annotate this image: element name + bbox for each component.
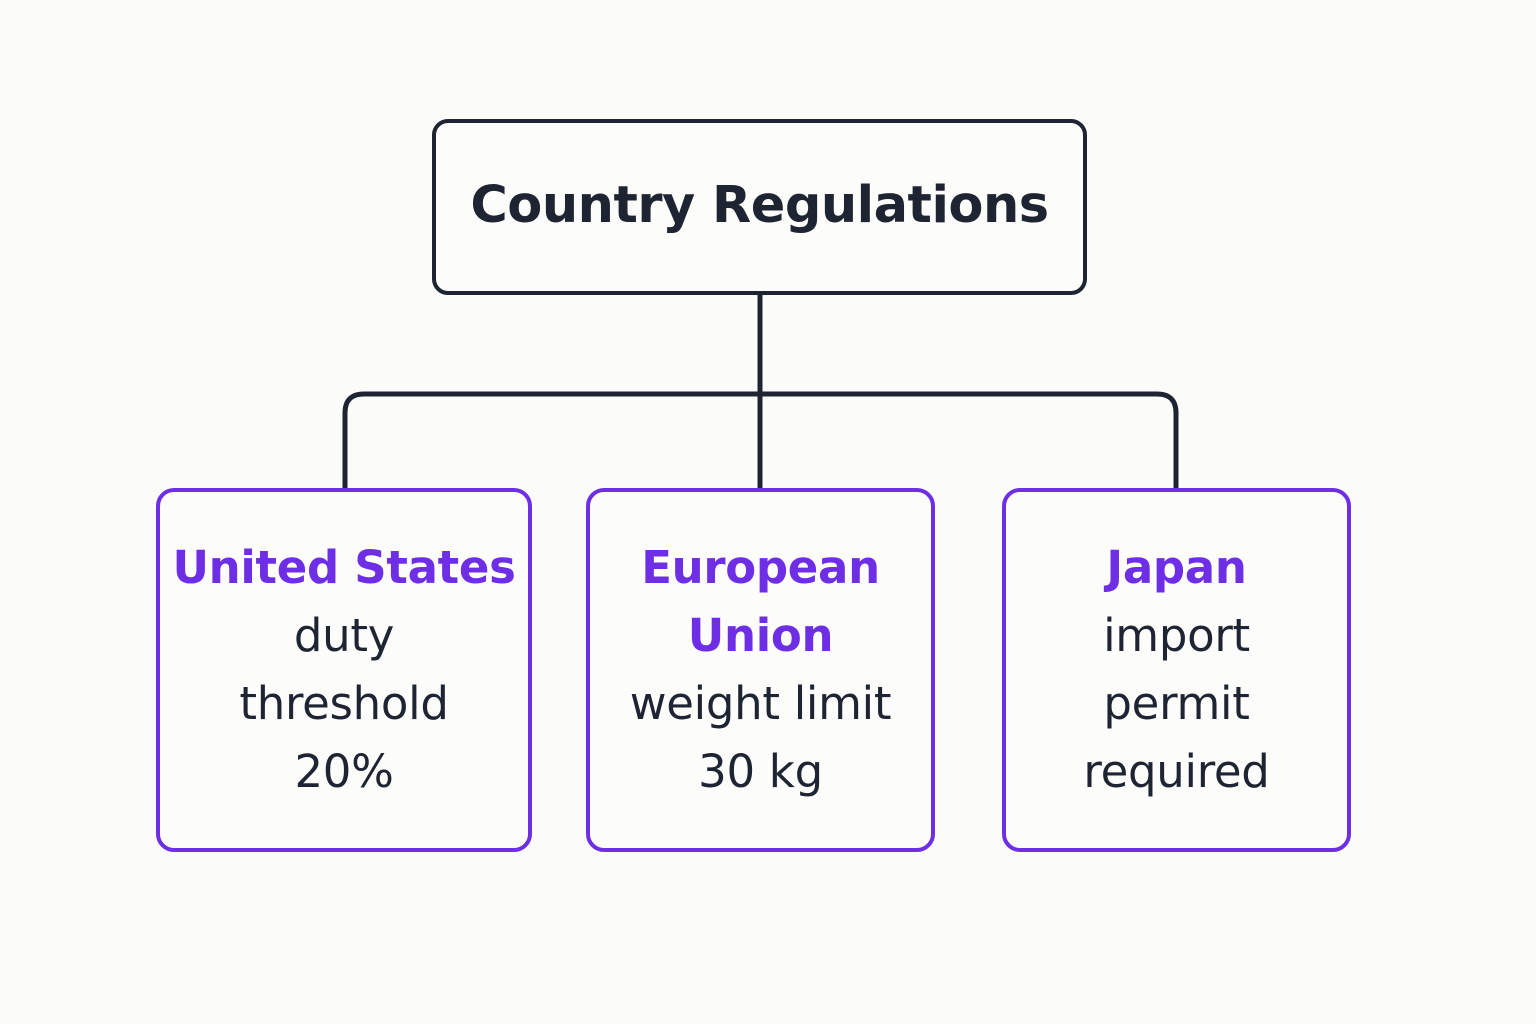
regulation-text-line: duty: [293, 609, 395, 662]
connector-left-branch: [342, 391, 763, 491]
connector-right-branch: [757, 391, 1179, 491]
regulation-text-line: import: [1103, 609, 1250, 662]
root-node-label: Country Regulations: [470, 175, 1049, 235]
regulation-text-line: permit: [1103, 677, 1250, 730]
regulation-text-line: 30 kg: [698, 745, 823, 798]
root-node: Country Regulations: [432, 119, 1087, 295]
country-name: European: [641, 541, 880, 594]
regulation-text-line: required: [1083, 745, 1270, 798]
country-node-european-union: European Union weight limit 30 kg: [586, 488, 935, 852]
country-name: United States: [172, 541, 516, 594]
country-name: Japan: [1106, 541, 1247, 594]
regulation-text-line: 20%: [294, 745, 394, 798]
country-name: Union: [687, 609, 834, 662]
regulation-text-line: threshold: [239, 677, 449, 730]
country-node-japan: Japan import permit required: [1002, 488, 1351, 852]
country-node-united-states: United States duty threshold 20%: [156, 488, 532, 852]
regulation-text-line: weight limit: [629, 677, 892, 730]
